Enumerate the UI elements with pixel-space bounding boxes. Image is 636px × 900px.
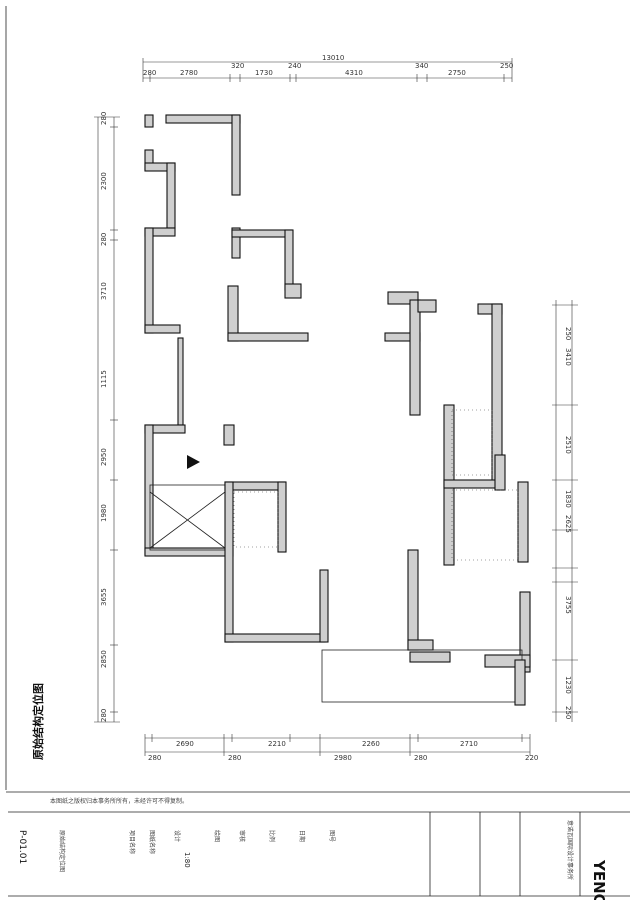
left-dim-4: 1115 <box>100 370 108 388</box>
field-label-1: 图纸名称 <box>148 830 156 854</box>
right-dimension-chain: 250 3410 2510 1830 2625 3755 1230 250 <box>552 300 578 722</box>
right-dim-2: 2510 <box>564 436 572 454</box>
field-label-8: 图号 <box>328 830 335 842</box>
right-dim-1: 3410 <box>564 348 572 366</box>
floor-plan-walls <box>144 114 531 706</box>
left-dim-8: 2850 <box>100 650 108 668</box>
top-total-dimension: 13010 <box>322 54 344 62</box>
drawing-title: 原始结构定位图 <box>31 683 45 760</box>
bottom-dimension-chain: 280 2690 280 2210 2980 2260 280 2710 220 <box>144 734 538 762</box>
wet-room-hatching <box>233 409 519 561</box>
elevator-shaft-cross <box>149 491 226 549</box>
bottom-dim-0: 280 <box>148 754 161 762</box>
right-dim-6: 1230 <box>564 676 572 694</box>
drawing-number: P-01.01 <box>17 830 27 864</box>
field-label-2: 设计 <box>173 830 181 842</box>
top-dim-4: 240 <box>288 62 301 70</box>
right-dim-3: 1830 <box>564 490 572 508</box>
left-dim-2: 280 <box>100 233 108 246</box>
bottom-dim-6: 280 <box>414 754 427 762</box>
field-label-5: 比例 <box>268 830 276 842</box>
copyright-notice: 本图纸之版权归本事务所所有，未经许可不得复制。 <box>50 797 188 805</box>
left-dim-9: 280 <box>100 709 108 722</box>
field-label-7: 日期 <box>298 830 306 842</box>
top-dim-3: 1730 <box>255 69 273 77</box>
top-dim-6: 340 <box>415 62 428 70</box>
bottom-dim-5: 2260 <box>362 740 380 748</box>
bottom-dim-8: 220 <box>525 754 538 762</box>
title-block-drawing-name: 原始结构定位图 <box>58 830 66 872</box>
left-dim-0: 280 <box>100 112 108 125</box>
company-logo-text: YENOVA <box>590 859 608 900</box>
bottom-dim-7: 2710 <box>460 740 478 748</box>
left-dim-6: 1980 <box>100 504 108 522</box>
field-label-0: 项目名称 <box>128 830 136 854</box>
left-dim-7: 3655 <box>100 588 108 606</box>
left-dim-5: 2950 <box>100 448 108 466</box>
top-dim-5: 4310 <box>345 69 363 77</box>
top-dim-2: 320 <box>231 62 244 70</box>
field-label-4: 审核 <box>238 830 246 842</box>
bottom-dim-2: 280 <box>228 754 241 762</box>
field-label-3: 绘图 <box>213 830 221 842</box>
left-dim-3: 3710 <box>100 282 108 300</box>
top-dimension-chain: 13010 280 2780 320 1730 240 4310 340 275… <box>142 54 513 82</box>
company-chinese-name: 意诺瓦国际设计事务所 <box>566 820 574 880</box>
top-dim-0: 280 <box>143 69 156 77</box>
entry-arrow-icon <box>187 455 200 469</box>
bottom-dim-1: 2690 <box>176 740 194 748</box>
scale-value: 1:80 <box>183 852 191 868</box>
right-dim-5: 3755 <box>564 596 572 614</box>
right-dim-7: 250 <box>564 706 572 719</box>
top-dim-8: 250 <box>500 62 513 70</box>
top-dim-1: 2780 <box>180 69 198 77</box>
bottom-dim-3: 2210 <box>268 740 286 748</box>
top-dim-7: 2750 <box>448 69 466 77</box>
title-block: 本图纸之版权归本事务所所有，未经许可不得复制。 YENOVA 意诺瓦国际设计事务… <box>8 797 630 900</box>
left-dimension-chain: 280 2300 280 3710 1115 2950 1980 3655 28… <box>94 112 120 723</box>
right-dim-0: 250 <box>564 327 572 340</box>
right-dim-4: 2625 <box>564 515 572 533</box>
left-dim-1: 2300 <box>100 172 108 190</box>
bottom-dim-4: 2980 <box>334 754 352 762</box>
